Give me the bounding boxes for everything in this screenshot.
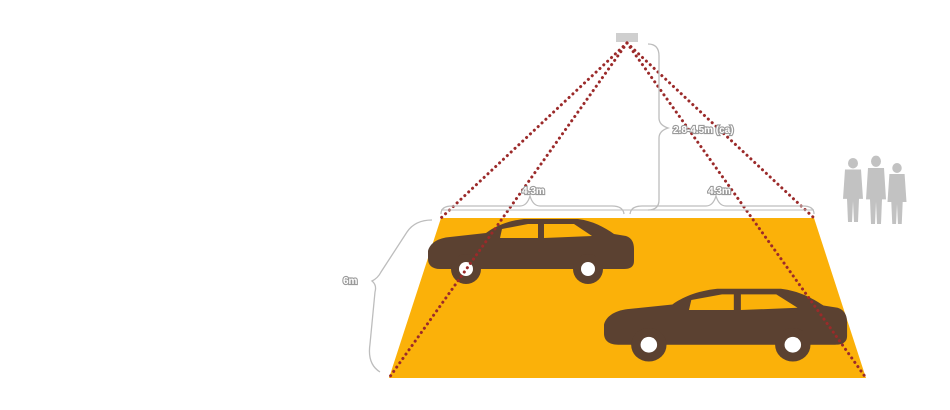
right-width-label: 4.3m <box>708 186 731 197</box>
person-icon <box>843 155 907 224</box>
depth-label: 6m <box>343 276 358 287</box>
right-width-brace <box>629 193 815 215</box>
camera-icon <box>616 33 638 42</box>
left-width-label: 4.3m <box>522 186 545 197</box>
car-icon <box>428 219 634 284</box>
mount-height-label: 2.8-4.5m (ca) <box>673 125 734 136</box>
car-icon <box>604 288 848 362</box>
depth-brace <box>368 219 433 373</box>
height-brace <box>647 43 671 211</box>
left-width-brace <box>440 193 625 215</box>
